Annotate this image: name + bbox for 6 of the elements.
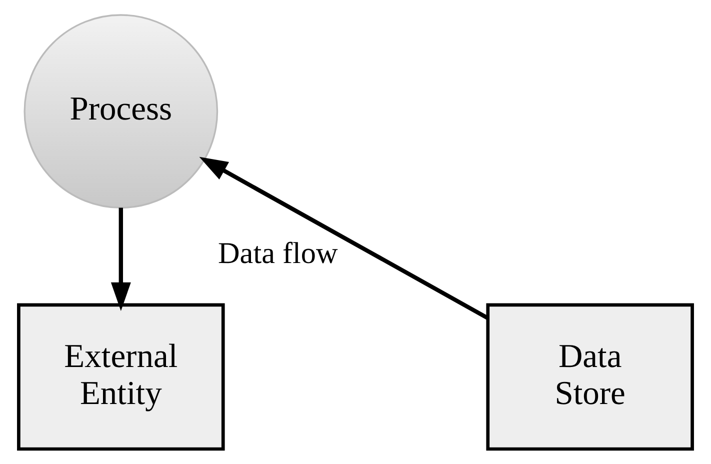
node-box: External Entity (17, 303, 225, 451)
arrow (199, 156, 489, 320)
arrow (110, 208, 131, 311)
node-circle: Process (24, 14, 218, 209)
node-box: Data Store (486, 303, 694, 451)
edge-label: Data flow (218, 236, 338, 270)
